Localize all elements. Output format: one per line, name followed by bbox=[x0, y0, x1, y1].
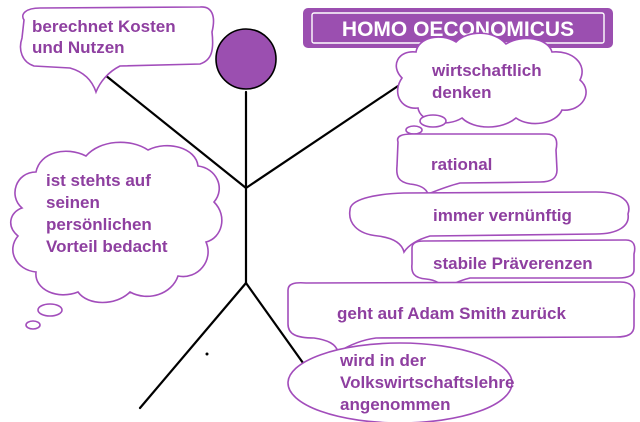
smith-label: geht auf Adam Smith zurück bbox=[337, 304, 566, 323]
stick-figure bbox=[103, 28, 400, 414]
kosten-line-2: und Nutzen bbox=[32, 38, 125, 57]
cloud-denken: wirtschaftlich denken bbox=[395, 32, 587, 135]
bubble-vernuenftig: immer vernünftig bbox=[348, 191, 630, 254]
angenommen-line-3: angenommen bbox=[340, 395, 451, 414]
left-arm bbox=[103, 73, 248, 190]
svg-text:wird in der Volkswirtsch: wird in der Volkswirtschaftslehre angeno… bbox=[339, 351, 519, 414]
kosten-line-1: berechnet Kosten bbox=[32, 17, 176, 36]
rational-label: rational bbox=[431, 155, 492, 174]
title-box: HOMO OECONOMICUS bbox=[303, 8, 613, 48]
bubble-angenommen: wird in der Volkswirtschaftslehre angeno… bbox=[287, 342, 519, 422]
angenommen-line-2: Volkswirtschaftslehre bbox=[340, 373, 514, 392]
vorteil-line-1: ist stehts auf bbox=[46, 171, 151, 190]
denken-line-2: denken bbox=[432, 83, 492, 102]
svg-text:ist stehts auf seinen: ist stehts auf seinen persönlichen Vorte… bbox=[46, 171, 168, 256]
denken-line-1: wirtschaftlich bbox=[431, 61, 542, 80]
vorteil-line-4: Vorteil bedacht bbox=[46, 237, 168, 256]
bubble-smith: geht auf Adam Smith zurück bbox=[287, 281, 636, 354]
vernuenftig-label: immer vernünftig bbox=[433, 206, 572, 225]
vorteil-line-3: persönlichen bbox=[46, 215, 152, 234]
title: HOMO OECONOMICUS bbox=[342, 18, 574, 41]
cloud-vorteil: ist stehts auf seinen persönlichen Vorte… bbox=[10, 141, 223, 330]
head-circle bbox=[215, 28, 277, 90]
bubble-kosten: berechnet Kosten und Nutzen bbox=[19, 6, 215, 95]
svg-text:wirtschaftlich denken: wirtschaftlich denken bbox=[431, 61, 546, 102]
svg-text:berechnet Kosten und Nut: berechnet Kosten und Nutzen bbox=[32, 17, 180, 57]
bubble-rational: rational bbox=[395, 133, 558, 196]
praeferenzen-label: stabile Präverenzen bbox=[433, 254, 593, 273]
bubble-praeferenzen: stabile Präverenzen bbox=[411, 239, 636, 292]
stray-dot bbox=[205, 352, 209, 356]
vorteil-line-2: seinen bbox=[46, 193, 100, 212]
right-arm bbox=[244, 84, 400, 190]
angenommen-line-1: wird in der bbox=[339, 351, 426, 370]
left-leg bbox=[138, 281, 248, 410]
